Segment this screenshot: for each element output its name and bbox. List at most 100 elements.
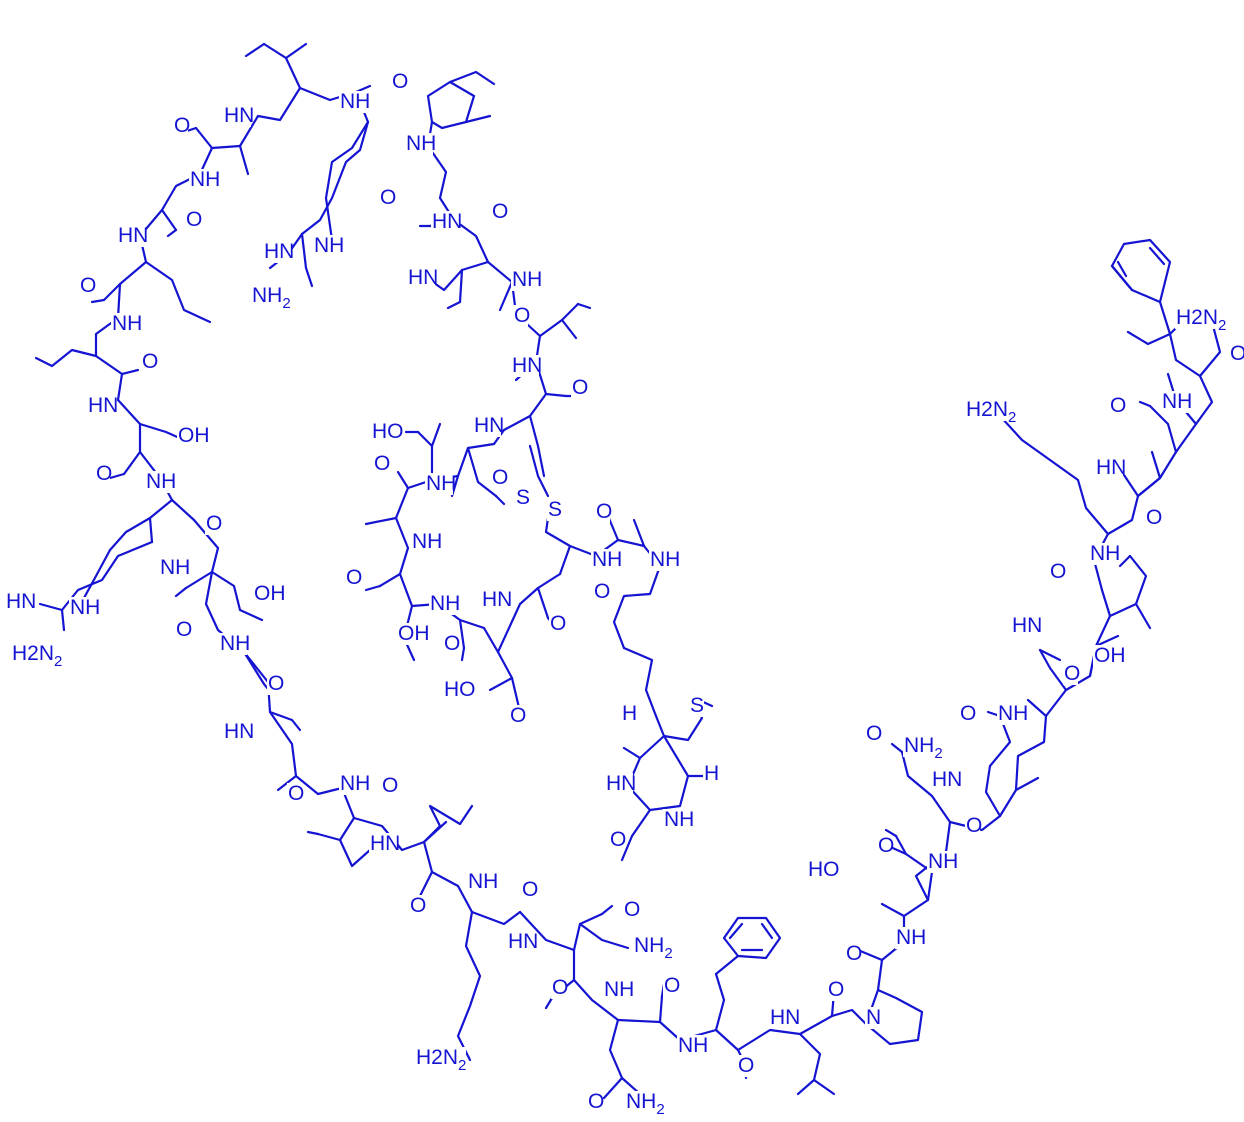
atom-label-bg (425, 473, 453, 495)
atom-label-nh: NH (512, 268, 542, 291)
bond (544, 516, 572, 576)
atom-label-o: O (492, 200, 508, 223)
bond (568, 538, 646, 558)
atom-label-nh: NH (664, 808, 694, 831)
bond (528, 414, 546, 478)
bond (544, 392, 568, 398)
atom-label-o: O (176, 618, 192, 641)
atom-label-bg (491, 201, 506, 223)
bond (658, 994, 664, 1024)
atom-label-bg (175, 619, 190, 641)
bond (428, 260, 490, 292)
bond (1110, 264, 1134, 292)
atom-label-bg (807, 859, 835, 881)
atom-label-nh: NH (928, 850, 958, 873)
atom-label-bg (927, 851, 955, 873)
bond (984, 714, 1012, 818)
atom-label-nh: NH (896, 926, 926, 949)
atom-label-n: N (866, 1006, 881, 1029)
atom-label-o: O (1050, 560, 1066, 583)
atom-label-nh: NH (220, 632, 250, 655)
atom-label-nh: NH (678, 1034, 708, 1057)
atom-label-bg (1093, 645, 1121, 667)
atom-label-nh: NH (112, 312, 142, 335)
atom-label-bg (623, 899, 638, 921)
atom-label-bg (409, 895, 424, 917)
bond (602, 1076, 624, 1100)
atom-label-ho: HO (808, 858, 840, 881)
atom-label-nh: NH (430, 592, 460, 615)
atom-label-o: O (550, 612, 566, 635)
atom-label-bg (313, 235, 341, 257)
atom-label-bg (1049, 561, 1064, 583)
atom-label-o: O (410, 894, 426, 917)
bond (458, 618, 466, 650)
atom-label-o: O (374, 452, 390, 475)
atom-label-bg (1089, 543, 1117, 565)
bond (458, 268, 464, 304)
atom-label-bg (877, 835, 892, 857)
atom-label-bg (381, 775, 396, 797)
bond (194, 126, 242, 150)
atom-label-bg (223, 721, 251, 743)
bond (1116, 246, 1166, 278)
atom-label-s: S (690, 694, 704, 717)
atom-label-bg (185, 209, 200, 231)
atom-label-bg (95, 463, 110, 485)
atom-label-bg (605, 773, 633, 795)
atom-label-oh: OH (398, 622, 430, 645)
atom-label-hn: HN (474, 414, 504, 437)
atom-label-bg (663, 809, 691, 831)
bond (620, 808, 652, 862)
bond (812, 1078, 836, 1096)
atom-label-o: O (382, 774, 398, 797)
atom-label-bg (997, 703, 1025, 725)
atom-label-nh2: NH2 (634, 934, 673, 962)
atom-label-o: O (1146, 506, 1162, 529)
atom-label-bg (5, 591, 33, 613)
bond (466, 446, 498, 498)
atom-label-bg (609, 829, 624, 851)
atom-label-nh: NH (406, 132, 436, 155)
atom-label-hn: HN (224, 720, 254, 743)
atom-label-bg (223, 105, 251, 127)
atom-label-h: H (622, 702, 637, 725)
atom-label-bg (345, 567, 360, 589)
atom-label-bg (1095, 457, 1123, 479)
atom-label-o: O (96, 462, 112, 485)
atom-label-nh: NH (340, 772, 370, 795)
atom-label-bg (251, 285, 289, 307)
atom-label-nh: NH (998, 702, 1028, 725)
atom-label-bg (507, 931, 535, 953)
bond (170, 498, 220, 590)
atom-label-bg (173, 115, 188, 137)
atom-label-bg (513, 305, 528, 327)
atom-label-hn: HN (370, 832, 400, 855)
atom-label-o: O (1064, 662, 1080, 685)
bond (426, 120, 542, 382)
atom-label-bg (515, 487, 530, 509)
bond (60, 540, 154, 632)
atom-label-bg (633, 935, 671, 957)
bond (608, 1018, 642, 1096)
bond (1168, 312, 1214, 426)
bond (464, 114, 492, 124)
bond (714, 916, 782, 976)
bond (536, 586, 550, 620)
atom-label-hn: HN (224, 104, 254, 127)
bond (160, 146, 214, 232)
atom-label-bg (379, 187, 394, 209)
bond (262, 42, 370, 242)
bond (244, 42, 266, 58)
bond (622, 746, 642, 760)
atom-label-nh2: NH2 (252, 284, 291, 312)
atom-label-bg (959, 703, 974, 725)
atom-label-bg (431, 211, 459, 233)
atom-label-bg (443, 633, 458, 655)
atom-label-bg (111, 313, 139, 335)
atom-label-o: O (1110, 394, 1126, 417)
atom-label-o: O (738, 1054, 754, 1077)
atom-label-bg (1161, 391, 1189, 413)
atom-label-bg (663, 975, 678, 997)
atom-label-nh: NH (146, 470, 176, 493)
